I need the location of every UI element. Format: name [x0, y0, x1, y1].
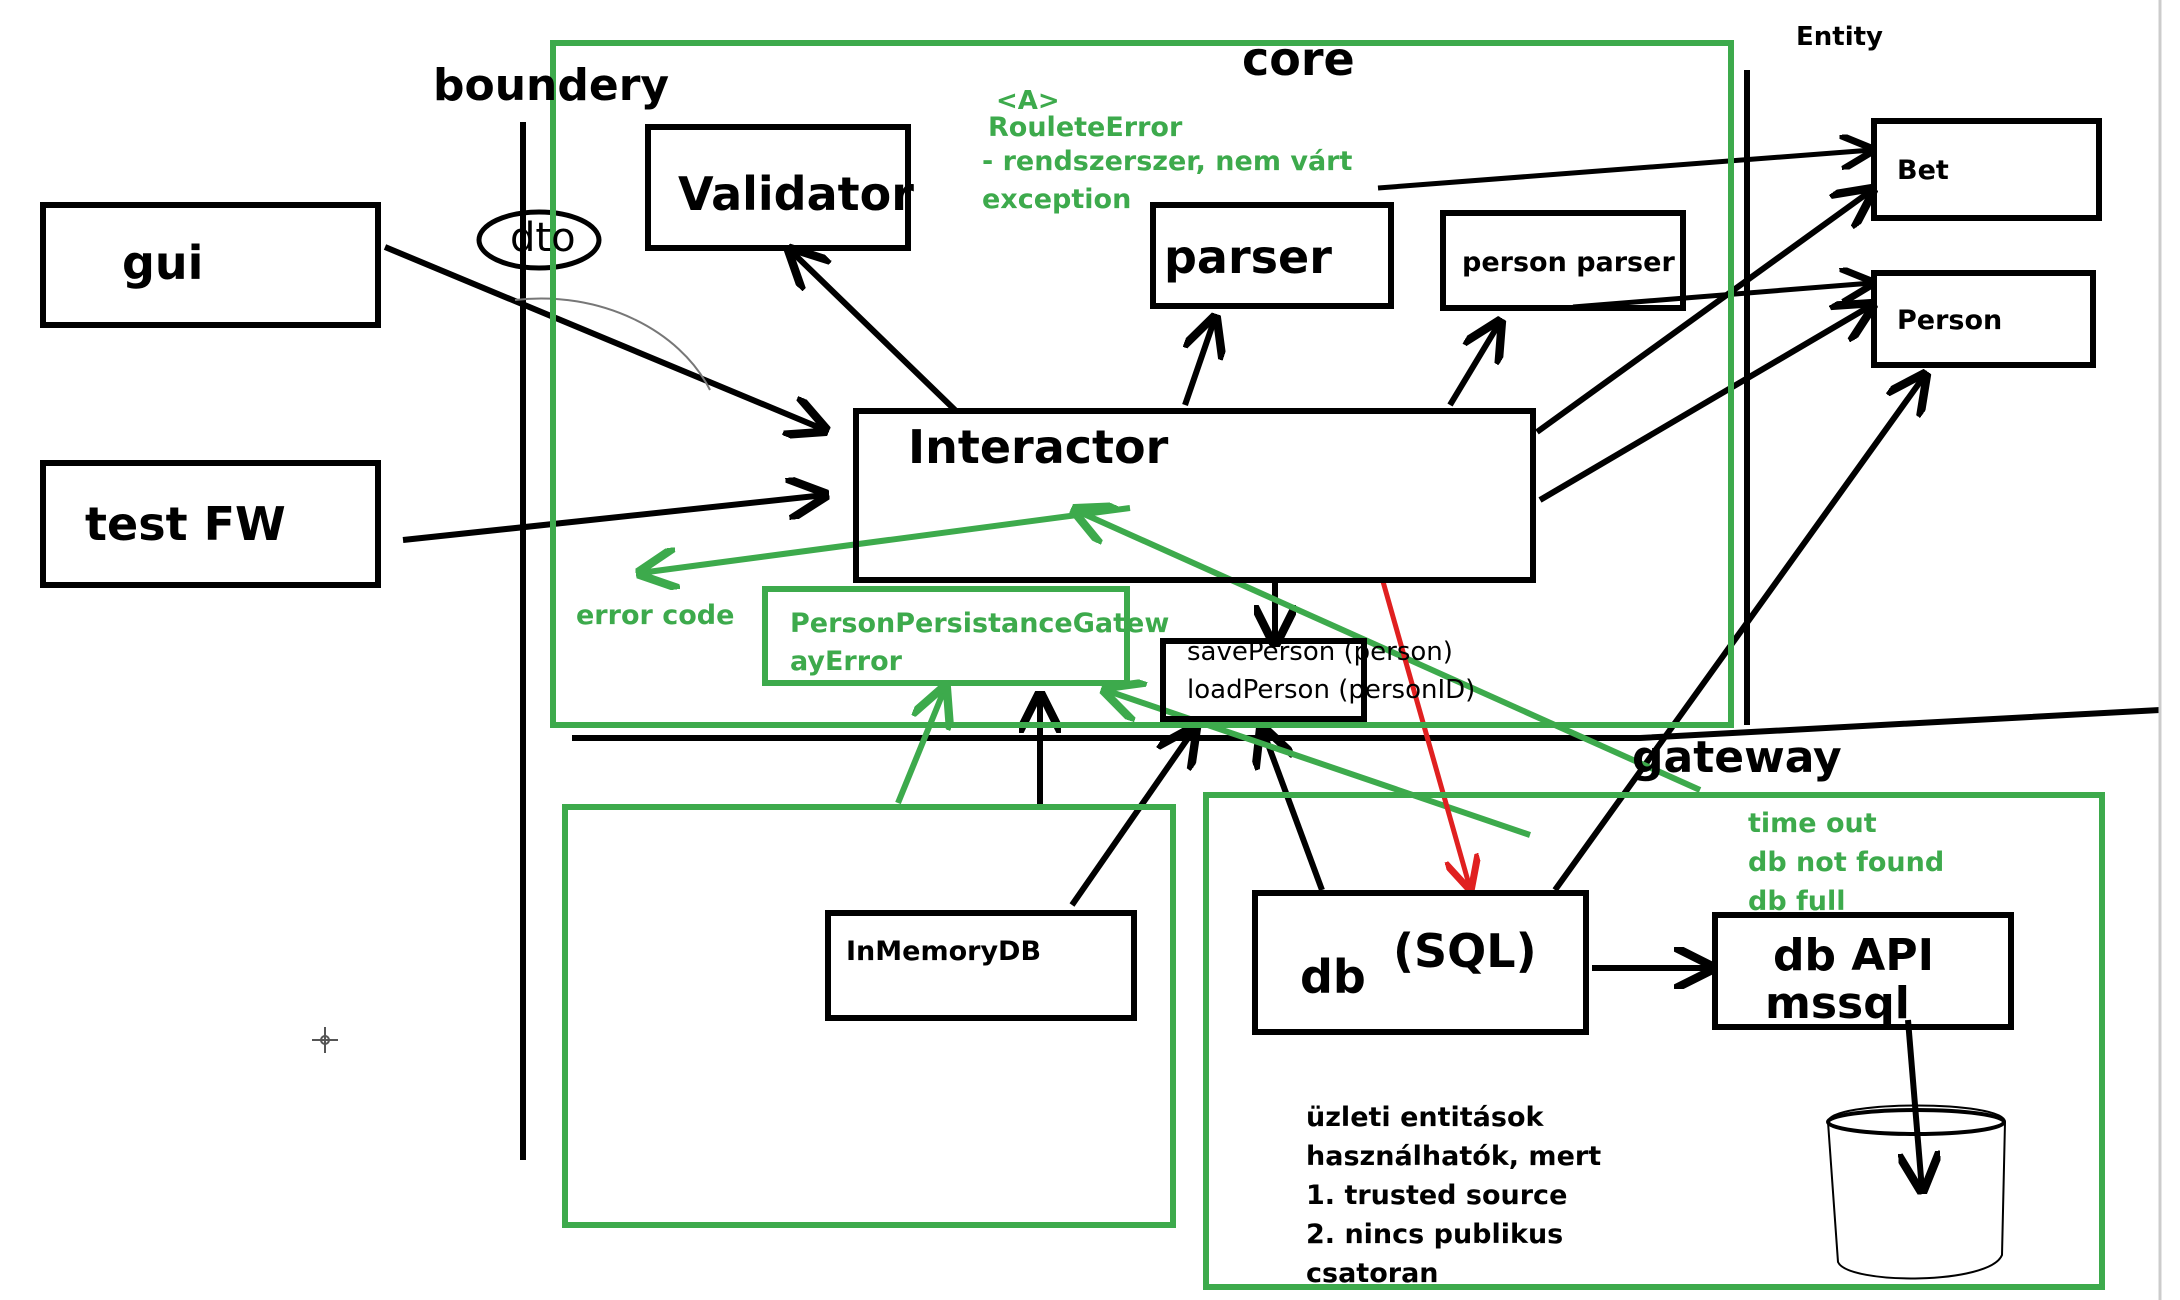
- sketch-curve: [514, 297, 711, 391]
- inmemory-region: [562, 804, 1176, 1228]
- arrow-interactor-to-validator: [790, 250, 958, 413]
- gui-box: [40, 202, 381, 328]
- ppg-error-line2: ayError: [790, 646, 902, 677]
- green-arrow-db-error-to-interactor: [1075, 510, 1702, 793]
- arrow-person-parser-to-person: [1572, 283, 1872, 310]
- arrow-db-to-gateway: [1262, 728, 1325, 892]
- parser-box: [1150, 202, 1394, 309]
- arrow-db-to-person: [1552, 375, 1925, 892]
- boundery-label: boundery: [433, 60, 670, 111]
- load-person-label: loadPerson (personID): [1187, 675, 1476, 705]
- core-label: core: [1242, 32, 1355, 86]
- parser-label: parser: [1164, 230, 1332, 284]
- entity-label: Entity: [1796, 22, 1883, 52]
- arrow-interactor-to-person: [1538, 305, 1872, 503]
- gateway-label: gateway: [1632, 732, 1842, 783]
- dto-ellipse: [476, 209, 602, 271]
- interactor-box: [853, 408, 1536, 583]
- red-arrow-interactor-to-db: [1379, 577, 1470, 888]
- green-arrow-inmemory-to-gateway-error: [895, 688, 945, 805]
- interactor-label: Interactor: [908, 420, 1169, 474]
- roulette-error-label: RouleteError: [988, 112, 1183, 143]
- db-gateway-region: [1203, 792, 2105, 1290]
- arrow-interactor-to-person-parser: [1447, 322, 1500, 407]
- core-region: [550, 40, 1734, 728]
- business-note-line1: üzleti entitások: [1306, 1102, 1544, 1133]
- person-entity-box: [1871, 270, 2096, 368]
- person-label: Person: [1897, 305, 2003, 336]
- roulette-desc-line2: exception: [982, 184, 1132, 215]
- inmemorydb-label: InMemoryDB: [846, 936, 1042, 967]
- test-fw-label: test FW: [85, 497, 286, 551]
- arrow-interactor-to-bet: [1535, 190, 1872, 435]
- roulette-desc-line1: - rendszerszer, nem várt: [982, 146, 1353, 177]
- business-note-line3: 1. trusted source: [1306, 1180, 1568, 1211]
- save-person-label: savePerson (person): [1187, 637, 1453, 667]
- business-note-line5: csatoran: [1306, 1258, 1439, 1289]
- business-note-line4: 2. nincs publikus: [1306, 1219, 1564, 1250]
- validator-label: Validator: [678, 167, 914, 221]
- arrow-gui-to-interactor: [383, 244, 825, 430]
- crosshair-cursor-icon: [312, 1027, 338, 1053]
- bet-box: [1871, 118, 2102, 221]
- dto-label: dto: [510, 215, 576, 261]
- person-persistance-gateway-error-box: [762, 586, 1130, 686]
- db-api-box: [1712, 912, 2014, 1030]
- business-note-line2: használhatók, mert: [1306, 1141, 1602, 1172]
- green-arrow-error-code: [640, 505, 1131, 573]
- db-error-full: db full: [1748, 886, 1846, 917]
- bet-label: Bet: [1897, 155, 1949, 186]
- test-fw-box: [40, 460, 381, 588]
- validator-box: [645, 124, 911, 251]
- db-label: db: [1300, 950, 1366, 1004]
- error-code-label: error code: [576, 600, 735, 631]
- db-box: [1252, 890, 1589, 1035]
- arrow-interactor-to-parser: [1182, 318, 1215, 406]
- arrow-inmemorydb-to-gateway: [1069, 728, 1195, 907]
- db-error-timeout: time out: [1748, 808, 1877, 839]
- ppg-error-line1: PersonPersistanceGatew: [790, 608, 1170, 639]
- arrow-parser-to-bet: [1377, 150, 1872, 191]
- green-arrow-db-to-gateway-error: [1105, 690, 1531, 838]
- db-api-label: db API: [1773, 930, 1934, 981]
- database-storage-icon: [1826, 1104, 2007, 1280]
- person-parser-label: person parser: [1462, 247, 1675, 278]
- person-parser-box: [1440, 210, 1686, 311]
- mssql-label: mssql: [1765, 978, 1910, 1029]
- gui-label: gui: [122, 236, 204, 290]
- inmemorydb-box: [825, 910, 1137, 1021]
- gateway-methods-box: [1160, 638, 1367, 722]
- sql-label: (SQL): [1393, 924, 1537, 978]
- db-error-not-found: db not found: [1748, 847, 1945, 878]
- roulette-tag-label: <A>: [996, 86, 1060, 116]
- arrow-testfw-to-interactor: [402, 495, 825, 543]
- gateway-line: [572, 707, 2161, 741]
